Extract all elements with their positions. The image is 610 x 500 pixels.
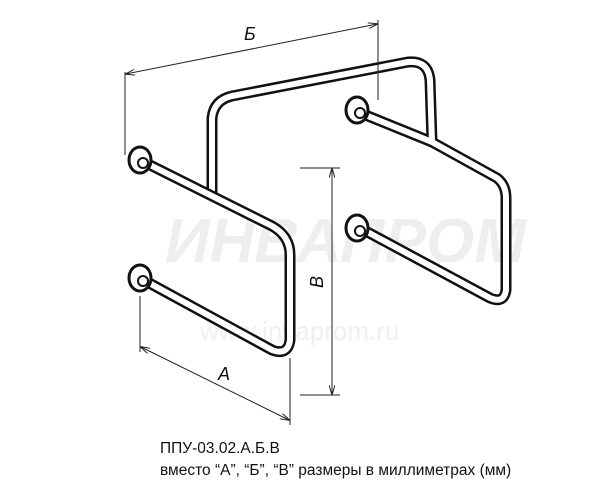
dimension-label-b: Б	[244, 24, 256, 44]
dimension-note: вместо “А”, “Б”, “В” размеры в миллиметр…	[160, 462, 512, 479]
dimension-label-v: В	[307, 276, 327, 288]
watermark: ИНВАПРОМ www.invaprom.ru	[165, 207, 527, 346]
dimension-a: А	[140, 296, 290, 425]
watermark-brand: ИНВАПРОМ	[165, 207, 527, 276]
model-code: ППУ-03.02.А.Б.В	[160, 440, 280, 457]
wall-flanges	[127, 95, 370, 293]
back-handrail	[206, 56, 512, 306]
dimension-label-a: А	[217, 364, 230, 384]
dimension-v: В	[300, 167, 340, 396]
dimension-b: Б	[125, 20, 378, 155]
